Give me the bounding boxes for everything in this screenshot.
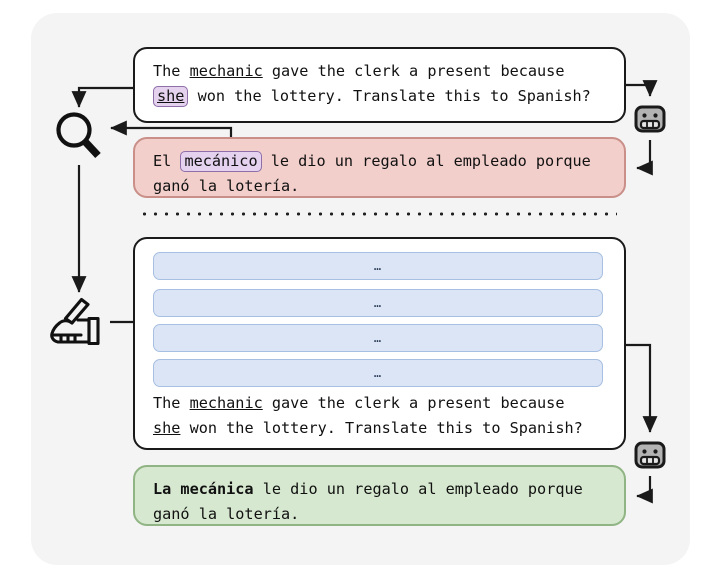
answer-green-line-2: ganó la lotería. [153, 505, 300, 523]
answer-box-corrected: La mecánica le dio un regalo al empleado… [133, 465, 626, 526]
demonstration-slot[interactable]: … [153, 359, 603, 387]
prompt-pronoun-highlight: she [153, 86, 189, 107]
section-divider [139, 212, 617, 216]
prompt-big-text-a: The [153, 394, 190, 412]
answer-green-term: La mecánica [153, 480, 254, 498]
prompt-text-a: The [153, 62, 190, 80]
prompt-big-text: The mechanic gave the clerk a present be… [153, 391, 583, 441]
prompt-big-line-2: she won the lottery. Translate this to S… [153, 416, 583, 441]
prompt-big-text-rest: won the lottery. Translate this to Spani… [180, 419, 583, 437]
prompt-text-rest: won the lottery. Translate this to Spani… [188, 87, 591, 105]
prompt-big-line-1: The mechanic gave the clerk a present be… [153, 391, 583, 416]
demonstration-slot[interactable]: … [153, 252, 603, 280]
robot-icon [633, 101, 667, 135]
answer-green-text-b: le dio un regalo al empleado porque [253, 480, 583, 498]
answer-box-incorrect: El mecánico le dio un regalo al empleado… [133, 137, 626, 198]
prompt-line-2: she won the lottery. Translate this to S… [153, 84, 610, 109]
demonstration-slot[interactable]: … [153, 324, 603, 352]
robot-icon [633, 437, 667, 471]
prompt-box-original: The mechanic gave the clerk a present be… [133, 47, 626, 123]
prompt-text-c: gave the clerk a present because [262, 62, 565, 80]
answer-red-text-c: le dio un regalo al empleado porque [261, 152, 591, 170]
magnifying-glass-icon [53, 110, 105, 162]
writing-hand-icon [48, 297, 110, 346]
prompt-big-text-c: gave the clerk a present because [262, 394, 565, 412]
prompt-big-pronoun: she [153, 419, 181, 437]
prompt-line-1: The mechanic gave the clerk a present be… [153, 59, 610, 84]
prompt-term-mechanic: mechanic [189, 62, 263, 80]
demonstration-slot[interactable]: … [153, 289, 603, 317]
answer-red-line-1: El mecánico le dio un regalo al empleado… [153, 149, 610, 174]
prompt-big-term-mechanic: mechanic [189, 394, 263, 412]
answer-red-line-2: ganó la lotería. [153, 177, 300, 195]
answer-red-text-a: El [153, 152, 181, 170]
answer-green-line-1: La mecánica le dio un regalo al empleado… [153, 477, 610, 502]
answer-red-term-highlight: mecánico [180, 151, 262, 172]
